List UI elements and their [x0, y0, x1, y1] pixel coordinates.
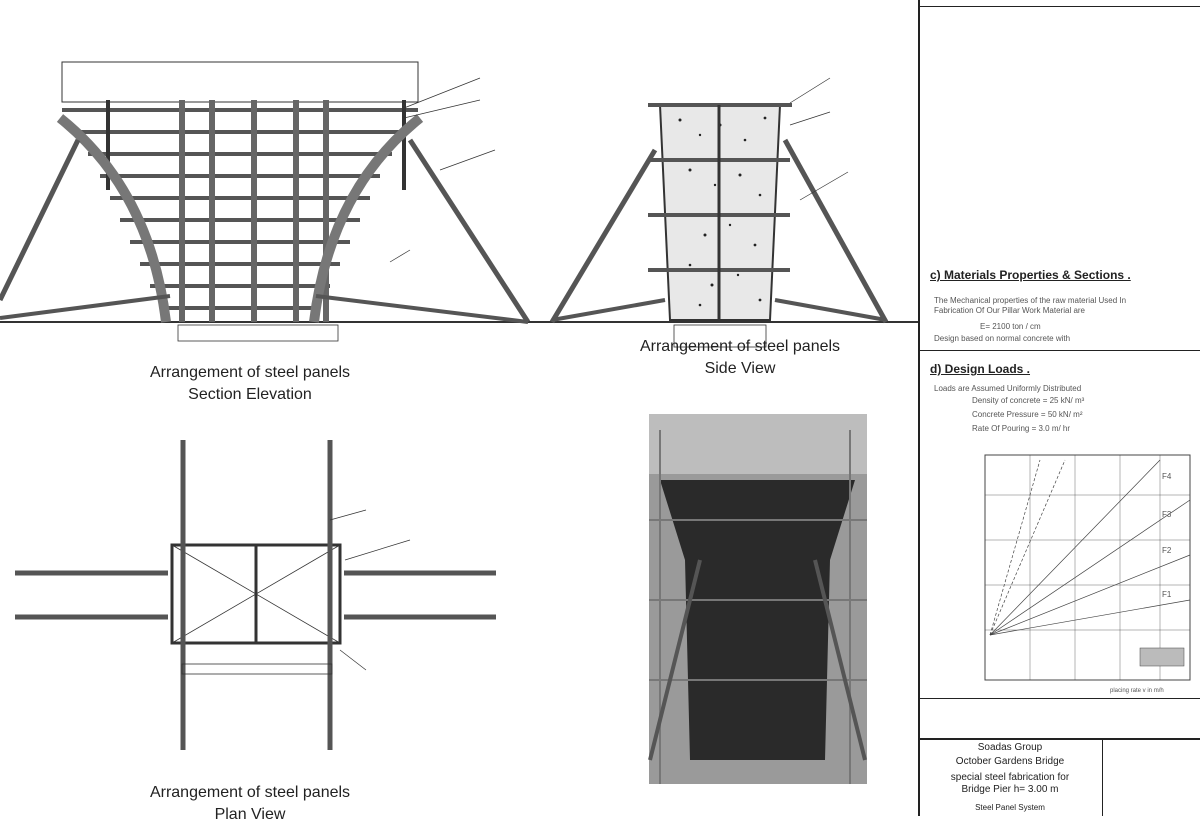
title-block: c) Materials Properties & Sections . The… [918, 0, 1200, 816]
design-basis-1: Design based on normal concrete with [934, 334, 1071, 343]
materials-section-title: c) Materials Properties & Sections . [930, 268, 1131, 282]
concrete-density: Density of concrete = 25 kN/ m³ [972, 396, 1085, 405]
caption-line1: Arrangement of steel panels [639, 338, 841, 355]
description-line2: Bridge Pier h= 3.00 m [961, 784, 1059, 795]
plan-view-drawing [15, 440, 496, 750]
side-view-drawing [540, 77, 918, 348]
curve-label-f2: F2 [1162, 546, 1172, 555]
design-loads-title: d) Design Loads . [930, 362, 1031, 376]
curve-label-f3: F3 [1162, 510, 1172, 519]
pouring-rate: Rate Of Pouring = 3.0 m/ hr [972, 424, 1071, 433]
modulus-value: E= 2100 ton / cm [980, 322, 1041, 331]
description-line1: special steel fabrication for [950, 772, 1070, 783]
section-elevation-caption: Arrangement of steel panels Section Elev… [140, 362, 360, 406]
chart-xlabel: placing rate v in m/h [1110, 688, 1164, 694]
concrete-pressure: Concrete Pressure = 50 kN/ m² [972, 410, 1083, 419]
materials-text-2: Fabrication Of Our Pillar Work Material … [934, 306, 1086, 315]
plan-view-caption: Arrangement of steel panels Plan View [120, 782, 380, 826]
caption-line2: Side View [704, 360, 776, 377]
caption-line2: Section Elevation [188, 386, 312, 403]
drawing-title: Steel Panel System [975, 803, 1045, 812]
loads-intro: Loads are Assumed Uniformly Distributed [934, 384, 1082, 393]
curve-label-f4: F4 [1162, 472, 1172, 481]
section-elevation-drawing [0, 61, 540, 342]
materials-text-1: The Mechanical properties of the raw mat… [934, 296, 1127, 305]
design-load-chart [984, 454, 1191, 681]
caption-line1: Arrangement of steel panels [149, 784, 351, 801]
side-view-caption: Arrangement of steel panels Side View [620, 336, 860, 380]
project-name: October Gardens Bridge [955, 756, 1065, 767]
caption-line2: Plan View [214, 806, 286, 823]
caption-line1: Arrangement of steel panels [149, 364, 351, 381]
site-photo [648, 414, 867, 784]
curve-label-f1: F1 [1162, 590, 1172, 599]
company-name: Soadas Group [977, 742, 1043, 753]
